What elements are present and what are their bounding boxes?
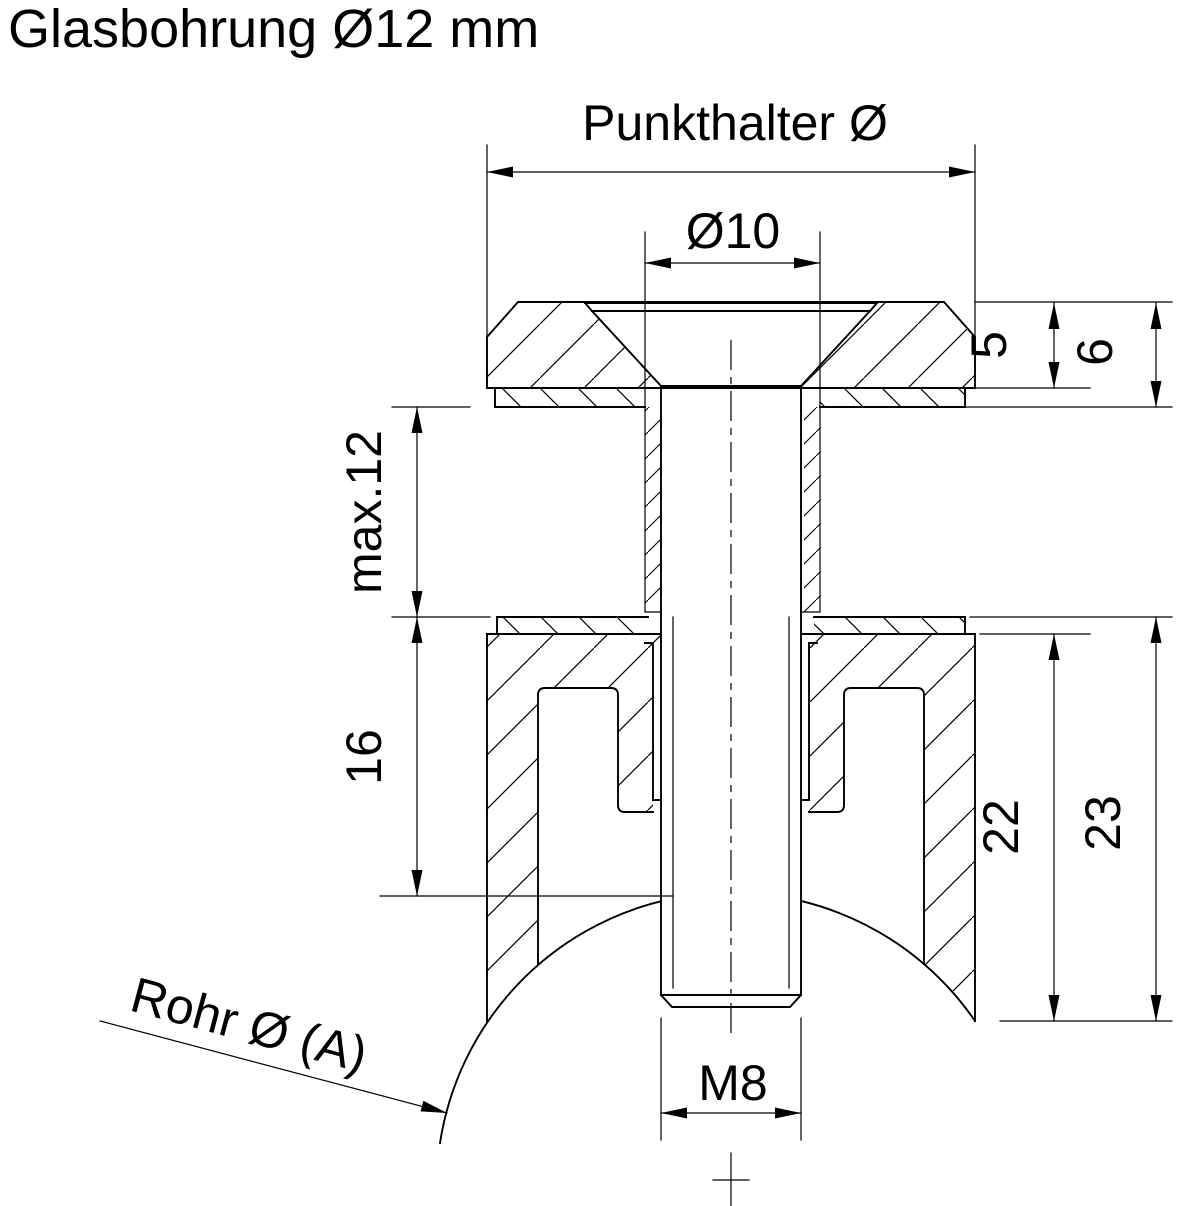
dimension-m8: M8 — [660, 1017, 802, 1141]
drawing-title: Glasbohrung Ø12 mm — [8, 0, 539, 59]
body-groove-left — [537, 642, 662, 965]
dim-arrow-right — [775, 1107, 801, 1119]
upper-gasket-outline — [494, 387, 966, 408]
dimension-5: 5 — [961, 302, 1091, 389]
dim-arrow-down — [1150, 995, 1162, 1021]
dim-label-m8: M8 — [698, 1055, 767, 1111]
dimension-22: 22 — [973, 633, 1091, 1022]
leader-line — [99, 1020, 448, 1114]
dimension-max12: max.12 — [336, 406, 491, 618]
dim-arrow-right — [949, 166, 975, 178]
dim-label-d10: Ø10 — [686, 203, 781, 259]
flange-hatch-left — [487, 302, 661, 388]
dim-arrow-down — [1150, 381, 1162, 407]
dim-ext-lines — [964, 301, 1173, 408]
dim-ext-lines — [660, 1017, 802, 1141]
dim-arrow-down — [1048, 995, 1060, 1021]
dim-arrow-up — [1150, 303, 1162, 329]
dim-label-max12: max.12 — [336, 430, 392, 594]
dim-arrow-left — [661, 1107, 687, 1119]
dim-label-22: 22 — [973, 799, 1029, 855]
upper-gasket-hatch-right — [820, 388, 965, 407]
body-hatch-left — [487, 634, 661, 1021]
sleeve-hatch-left — [645, 407, 661, 612]
sleeve-hatch-right — [804, 407, 820, 612]
sleeve-edge-left — [644, 231, 662, 613]
holder-body-section — [486, 633, 976, 1022]
dim-arrow-down — [1048, 362, 1060, 388]
lower-gasket-hatch-right — [814, 617, 965, 634]
dim-label-6: 6 — [1067, 338, 1123, 366]
dimension-16: 16 — [336, 616, 673, 897]
dim-arrow-down — [411, 870, 423, 896]
dim-label-23: 23 — [1075, 795, 1131, 851]
dim-arrow-up — [1048, 634, 1060, 660]
dim-label-5: 5 — [961, 331, 1017, 359]
dim-ext-lines — [486, 144, 976, 338]
upper-gasket — [494, 387, 966, 408]
label-rohr: Rohr Ø (A) — [125, 967, 373, 1084]
dim-arrow-up — [1150, 617, 1162, 643]
flange-hatch-right — [801, 302, 975, 388]
countersink-cone-right — [799, 309, 872, 388]
sleeve-edge-right — [800, 231, 821, 613]
body-groove-right — [800, 642, 925, 965]
dim-label-16: 16 — [336, 729, 392, 785]
dim-arrow-up — [1048, 303, 1060, 329]
section-hatching — [487, 302, 975, 1021]
dim-label-punkthalter: Punkthalter Ø — [582, 95, 888, 151]
dim-arrow-down — [411, 591, 423, 617]
leader-arrow — [420, 1100, 447, 1113]
dimension-d10: Ø10 — [644, 203, 821, 269]
flange-section — [486, 301, 976, 389]
dim-arrow-left — [487, 166, 513, 178]
dimension-punkthalter: Punkthalter Ø — [486, 95, 976, 338]
countersink-cone-left — [590, 309, 663, 388]
dim-ext-lines — [969, 616, 1173, 1022]
body-hatch-right — [801, 634, 975, 1021]
upper-gasket-hatch-left — [495, 388, 645, 407]
dimension-6: 6 — [964, 301, 1173, 408]
dimension-23: 23 — [969, 616, 1173, 1022]
distance-sleeve — [644, 231, 821, 613]
countersink-head-top — [583, 301, 879, 313]
dim-ext-lines — [391, 406, 491, 618]
dim-arrow-up — [411, 617, 423, 643]
lower-gasket — [496, 616, 966, 635]
lower-gasket-outline — [496, 616, 966, 635]
dim-arrow-up — [411, 407, 423, 433]
leader-rohr: Rohr Ø (A) — [99, 967, 448, 1114]
dim-arrow-right — [794, 257, 820, 269]
lower-gasket-hatch-left — [497, 617, 648, 634]
dim-arrow-left — [645, 257, 671, 269]
center-mark-cross — [712, 1152, 750, 1206]
